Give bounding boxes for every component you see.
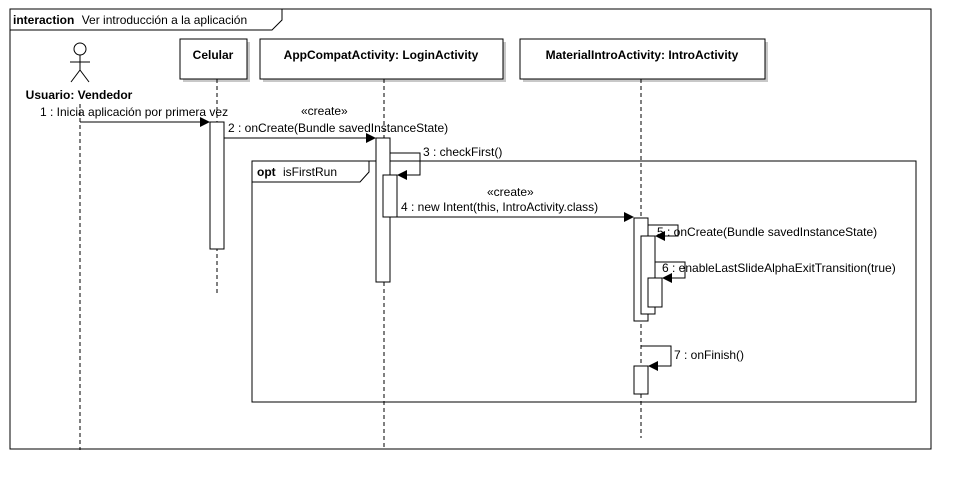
- lifeline-head-intro: [519, 38, 766, 80]
- activation-celular: [209, 121, 225, 250]
- lifeline-head-login: [259, 38, 504, 80]
- message-6-label: 6 : enableLastSlideAlphaExitTransition(t…: [662, 261, 896, 275]
- activation-intro-nested-2: [647, 277, 663, 308]
- lifeline-login-label: AppCompatActivity: LoginActivity: [284, 48, 479, 62]
- message-1-stereotype: «create»: [301, 104, 348, 118]
- actor-name: Usuario: Vendedor: [26, 88, 133, 102]
- message-5-label: 5 : onCreate(Bundle savedInstanceState): [657, 225, 877, 239]
- message-4-stereotype: «create»: [487, 185, 534, 199]
- frame-keyword: interaction: [13, 13, 74, 27]
- svg-text:interaction Ver introducci: interaction Ver introducción a la aplica…: [13, 13, 247, 27]
- activation-login-nested: [382, 174, 398, 218]
- lifeline-head-celular: [179, 38, 248, 80]
- lifeline-celular-label: Celular: [193, 48, 234, 62]
- frame-label-tab: [9, 9, 283, 31]
- message-7-label: 7 : onFinish(): [674, 348, 744, 362]
- message-6-arrow: [655, 261, 686, 283]
- message-7-arrow: [641, 345, 672, 371]
- message-2-label: 2 : onCreate(Bundle savedInstanceState): [228, 121, 448, 135]
- svg-text:opt isFirstRun: opt isFirstRun: [257, 165, 337, 179]
- message-5-arrow: [648, 224, 679, 241]
- message-4-label: 4 : new Intent(this, IntroActivity.class…: [401, 200, 598, 214]
- fragment-operator: opt: [257, 165, 276, 179]
- interaction-frame: [9, 8, 932, 450]
- fragment-guard: isFirstRun: [283, 165, 337, 179]
- activation-intro-finish: [633, 365, 649, 395]
- frame-title: Ver introducción a la aplicación: [82, 13, 247, 27]
- opt-fragment-tab: [251, 161, 370, 183]
- message-3-label: 3 : checkFirst(): [423, 145, 502, 159]
- lifeline-intro-label: MaterialIntroActivity: IntroActivity: [546, 48, 739, 62]
- actor-stickman-icon: [70, 42, 90, 83]
- message-3-arrow: [390, 152, 421, 180]
- opt-fragment: [251, 160, 917, 403]
- message-1-label: 1 : Inicia aplicación por primera vez: [40, 105, 228, 119]
